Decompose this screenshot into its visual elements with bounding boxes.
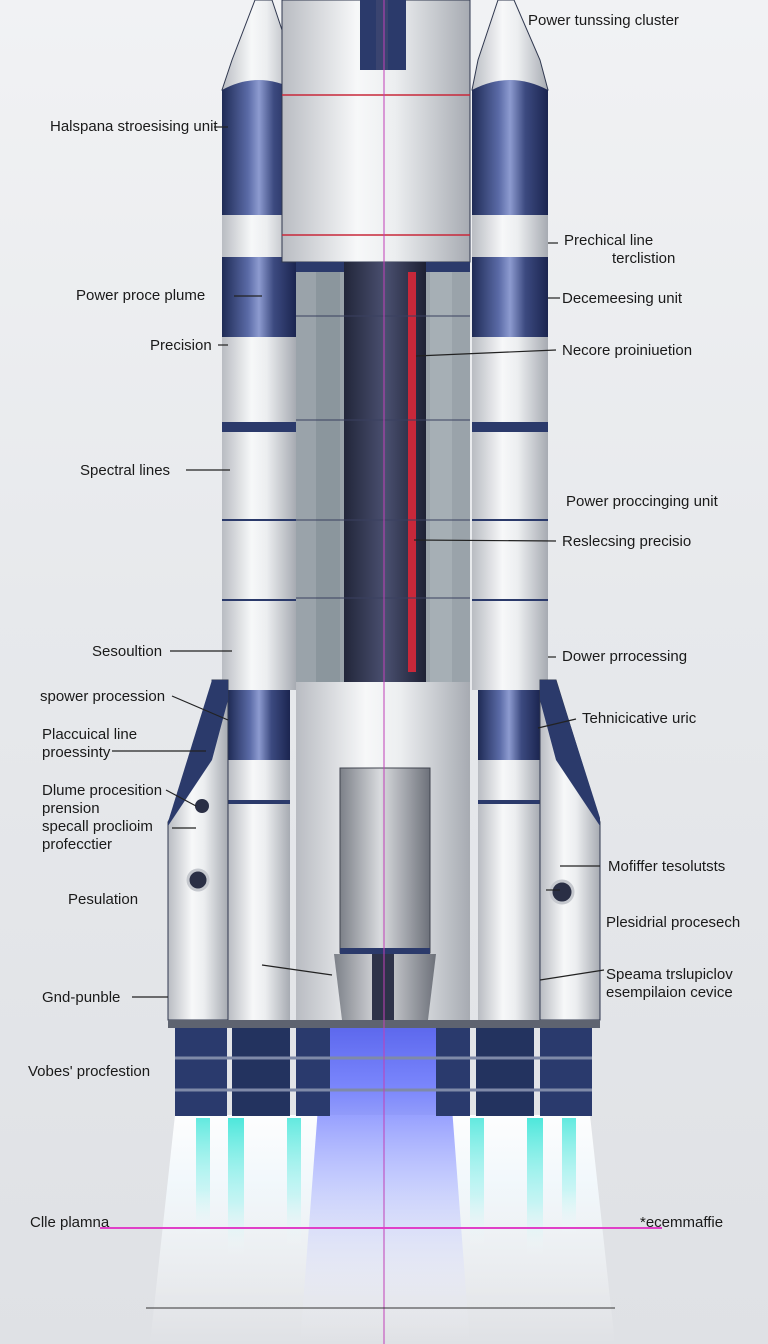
core-stage xyxy=(281,0,471,1022)
label-pesulation: Pesulation xyxy=(68,891,139,908)
label-speama: Speama trslupiclov esempilaion cevice xyxy=(606,966,733,1001)
label-gnd-punble: Gnd-punble xyxy=(42,989,121,1006)
label-spectral-lines: Spectral lines xyxy=(80,462,171,479)
left-booster xyxy=(167,0,297,1021)
label-sesoultion: Sesoultion xyxy=(92,643,163,660)
right-booster xyxy=(471,0,601,1021)
label-mofiffer: Mofiffer tesolutsts xyxy=(608,858,726,875)
label-necore: Necore proiniuetion xyxy=(562,342,693,359)
label-precision: Precision xyxy=(150,337,212,354)
label-dlume: Dlume procesition prension specall procl… xyxy=(42,782,163,853)
label-reslecsing: Reslecsing precisio xyxy=(562,533,692,550)
label-vobes: Vobes' procfestion xyxy=(28,1063,151,1080)
guide-lines xyxy=(100,0,662,1344)
label-clle-plamna: Clle plamna xyxy=(30,1214,110,1231)
exhaust-plume xyxy=(150,950,615,1344)
label-power-proccinging: Power proccinging unit xyxy=(566,493,718,510)
label-ecemmaffie: *ecemmaffie xyxy=(640,1214,724,1231)
label-power-proce-plume: Power proce plume xyxy=(76,287,206,304)
label-halspana-unit: Halspana stroesising unit xyxy=(50,118,218,135)
label-plesidrial: Plesidrial procesech xyxy=(606,914,741,931)
label-decemeesing-unit: Decemeesing unit xyxy=(562,290,683,307)
label-technicative: Tehnicicative uric xyxy=(582,710,697,727)
label-placcuical: Placcuical line proessinty xyxy=(42,726,138,761)
label-prechical-line: Prechical line xyxy=(564,232,654,249)
label-dower-prrocessing: Dower prrocessing xyxy=(562,648,688,665)
label-power-tunssing-cluster: Power tunssing cluster xyxy=(528,12,679,29)
label-spower-procession: spower procession xyxy=(40,688,166,705)
label-terclistion: terclistion xyxy=(612,250,676,267)
leader-lines xyxy=(112,126,605,998)
